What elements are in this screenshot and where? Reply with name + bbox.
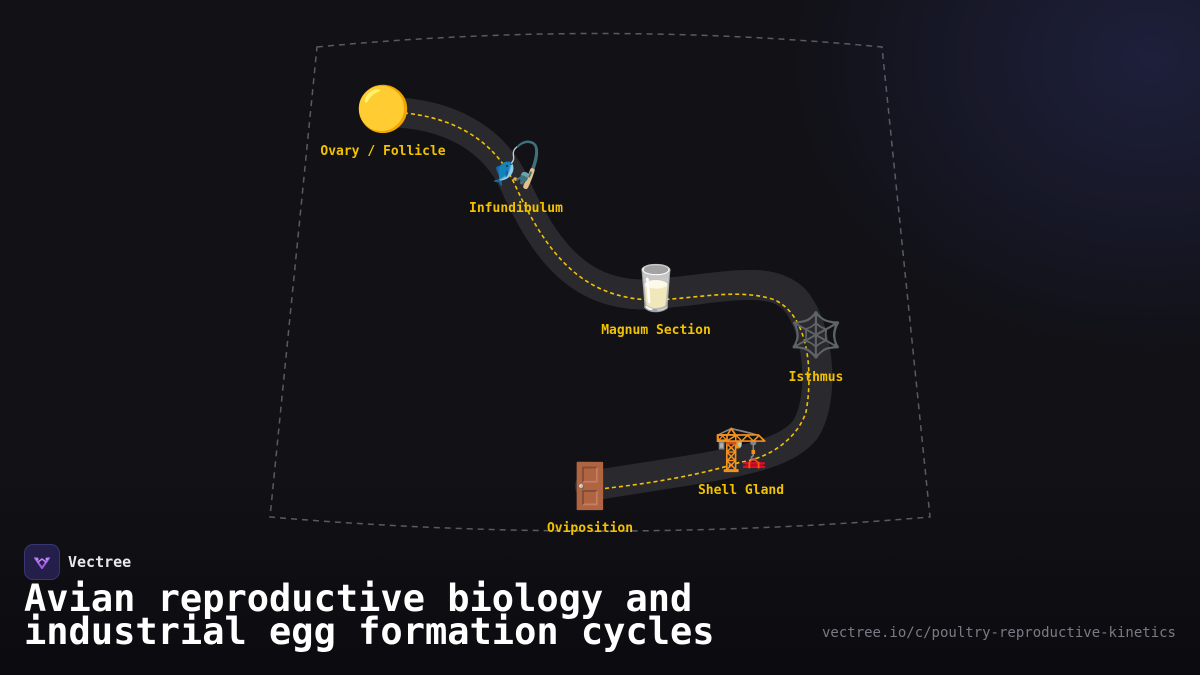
node-label-isthmus: Isthmus [789, 370, 844, 385]
brand[interactable]: Vectree [24, 544, 131, 580]
node-magnum[interactable]: 🥛 Magnum Section [601, 263, 711, 338]
source-url[interactable]: vectree.io/c/poultry-reproductive-kineti… [821, 625, 1176, 641]
node-ovary[interactable]: 🟡 Ovary / Follicle [320, 84, 445, 159]
spider-web-icon: 🕸️ [789, 310, 844, 361]
construction-crane-icon: 🏗️ [714, 423, 769, 474]
diagram-boundary [269, 32, 931, 532]
node-label-ovary: Ovary / Follicle [320, 144, 445, 159]
node-shell-gland[interactable]: 🏗️ Shell Gland [698, 423, 784, 498]
glass-of-milk-icon: 🥛 [629, 263, 684, 314]
egg-flow-line [382, 111, 810, 491]
node-infundibulum[interactable]: 🎣 Infundibulum [469, 137, 563, 216]
yellow-circle-icon: 🟡 [356, 84, 411, 135]
fishing-pole-icon: 🎣 [489, 137, 544, 191]
vectree-logo-icon [24, 544, 60, 580]
page-title: Avian reproductive biology and industria… [24, 577, 715, 653]
brand-name: Vectree [68, 553, 132, 571]
node-label-oviposition: Oviposition [547, 521, 633, 536]
node-oviposition[interactable]: 🚪 Oviposition [547, 461, 633, 536]
oviduct-path [368, 97, 833, 501]
node-label-infundibulum: Infundibulum [469, 201, 563, 216]
node-label-magnum: Magnum Section [601, 323, 711, 338]
node-isthmus[interactable]: 🕸️ Isthmus [789, 310, 844, 385]
node-label-shell-gland: Shell Gland [698, 483, 784, 498]
door-icon: 🚪 [563, 461, 618, 512]
